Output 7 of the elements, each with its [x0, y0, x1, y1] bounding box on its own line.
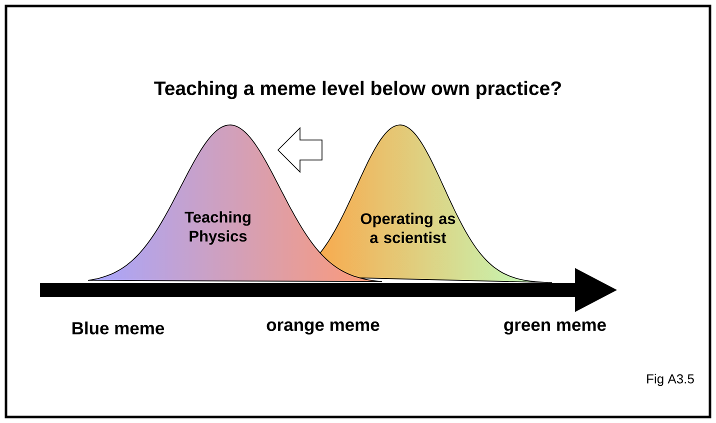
- axis-label: Blue meme: [72, 322, 164, 334]
- curve-label: Operating as a scientist: [360, 212, 456, 244]
- figure-number: Fig A3.5: [647, 374, 694, 386]
- axis-label: orange meme: [266, 321, 380, 335]
- title: Teaching a meme level below own practice?: [154, 80, 561, 100]
- curve-label: Teaching Physics: [184, 211, 250, 245]
- axis-label: green meme: [504, 321, 606, 335]
